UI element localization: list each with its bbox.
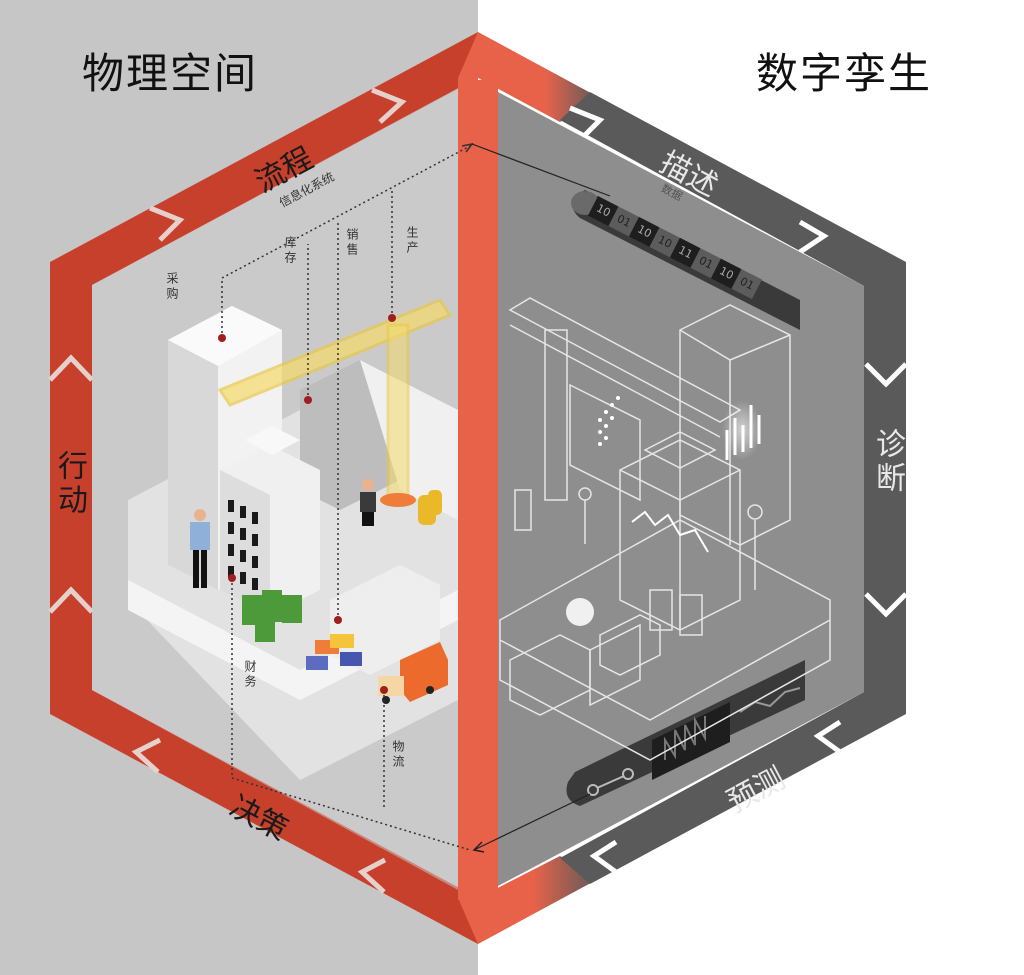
prediction-strip (566, 660, 805, 806)
person-woman (360, 479, 376, 526)
pie-chart-hologram (566, 598, 594, 626)
dept-sales: 销售 (345, 228, 359, 258)
right-cycle-band (560, 92, 908, 884)
wireframe-city (499, 297, 831, 761)
person-man (190, 509, 210, 588)
cash-stacks (242, 590, 302, 642)
digital-twin-title: 数字孪生 (756, 49, 933, 98)
info-system-lines (221, 145, 471, 851)
dot-matrix-hologram (598, 396, 620, 446)
top-corner-transition (478, 32, 600, 122)
dept-logistics: 物流 (391, 740, 405, 770)
label-diagnose: 诊断 (870, 428, 905, 496)
label-action: 行动 (52, 450, 87, 518)
physical-city (128, 298, 458, 780)
dept-finance: 财务 (243, 660, 257, 690)
bottom-corner-transition (478, 856, 600, 944)
dept-production: 生产 (405, 226, 419, 256)
dept-purchase: 采购 (165, 272, 179, 302)
bar-chart-hologram (725, 405, 761, 460)
center-spine (458, 80, 498, 900)
left-cycle-band (48, 32, 478, 944)
line-chart-hologram (631, 510, 709, 553)
dept-inventory: 库存 (283, 236, 297, 266)
physical-space-title: 物理空间 (82, 49, 259, 98)
